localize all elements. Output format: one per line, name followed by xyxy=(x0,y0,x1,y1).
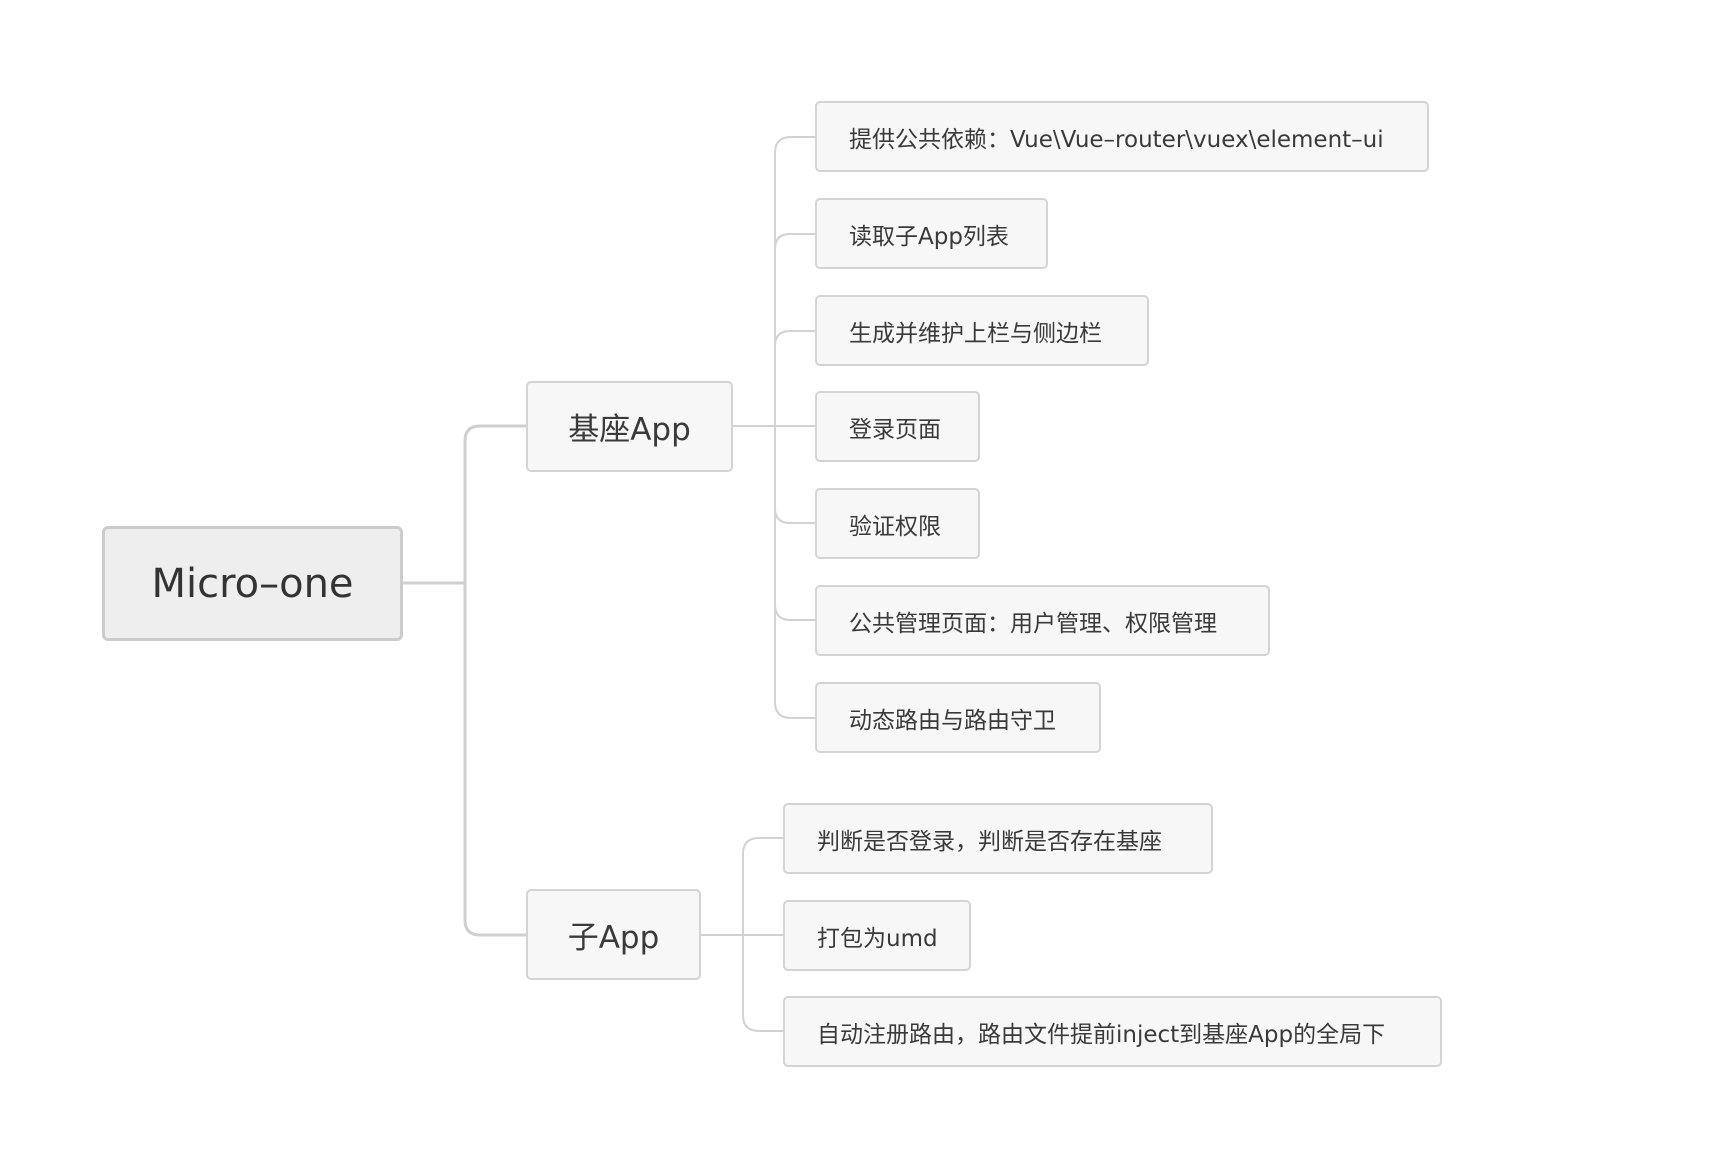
leaf-node-admin-pages[interactable]: 公共管理页面：用户管理、权限管理 xyxy=(815,585,1270,656)
leaf-node-label: 判断是否登录，判断是否存在基座 xyxy=(817,828,1162,855)
leaf-node-auto-register-routes[interactable]: 自动注册路由，路由文件提前inject到基座App的全局下 xyxy=(783,996,1442,1067)
connector-root-to-base xyxy=(402,424,527,585)
leaf-node-dynamic-routing[interactable]: 动态路由与路由守卫 xyxy=(815,682,1101,753)
leaf-node-label: 提供公共依赖：Vue\Vue–router\vuex\element–ui xyxy=(849,126,1384,153)
leaf-node-build-umd[interactable]: 打包为umd xyxy=(783,900,971,971)
branch-node-label: 子App xyxy=(567,920,660,956)
connector-root-to-sub xyxy=(463,583,527,937)
leaf-node-label: 登录页面 xyxy=(849,416,941,443)
leaf-node-check-login[interactable]: 判断是否登录，判断是否存在基座 xyxy=(783,803,1213,874)
connector-base-leaf-6 xyxy=(774,603,815,621)
leaf-node-read-app-list[interactable]: 读取子App列表 xyxy=(815,198,1048,269)
leaf-node-login-page[interactable]: 登录页面 xyxy=(815,391,980,462)
connector-base-leaf-2 xyxy=(774,233,815,250)
leaf-node-label: 自动注册路由，路由文件提前inject到基座App的全局下 xyxy=(817,1021,1386,1048)
branch-node-label: 基座App xyxy=(568,412,691,448)
leaf-node-label: 读取子App列表 xyxy=(849,223,1009,250)
connector-base-leaf-5 xyxy=(774,507,815,524)
leaf-node-label: 验证权限 xyxy=(849,513,941,540)
branch-node-sub-app[interactable]: 子App xyxy=(526,889,701,980)
root-node-label: Micro–one xyxy=(151,560,354,607)
leaf-node-label: 生成并维护上栏与侧边栏 xyxy=(849,320,1102,347)
connector-base-leaf-3 xyxy=(774,330,815,347)
leaf-node-verify-permission[interactable]: 验证权限 xyxy=(815,488,980,559)
leaf-node-label: 动态路由与路由守卫 xyxy=(849,707,1056,734)
leaf-node-label: 公共管理页面：用户管理、权限管理 xyxy=(849,610,1217,637)
leaf-node-header-sidebar[interactable]: 生成并维护上栏与侧边栏 xyxy=(815,295,1149,366)
leaf-node-shared-deps[interactable]: 提供公共依赖：Vue\Vue–router\vuex\element–ui xyxy=(815,101,1429,172)
branch-node-base-app[interactable]: 基座App xyxy=(526,381,733,472)
root-node[interactable]: Micro–one xyxy=(102,526,403,641)
leaf-node-label: 打包为umd xyxy=(817,925,938,952)
connector-sub-trunk xyxy=(700,837,783,1032)
connector-base-trunk xyxy=(733,136,815,719)
